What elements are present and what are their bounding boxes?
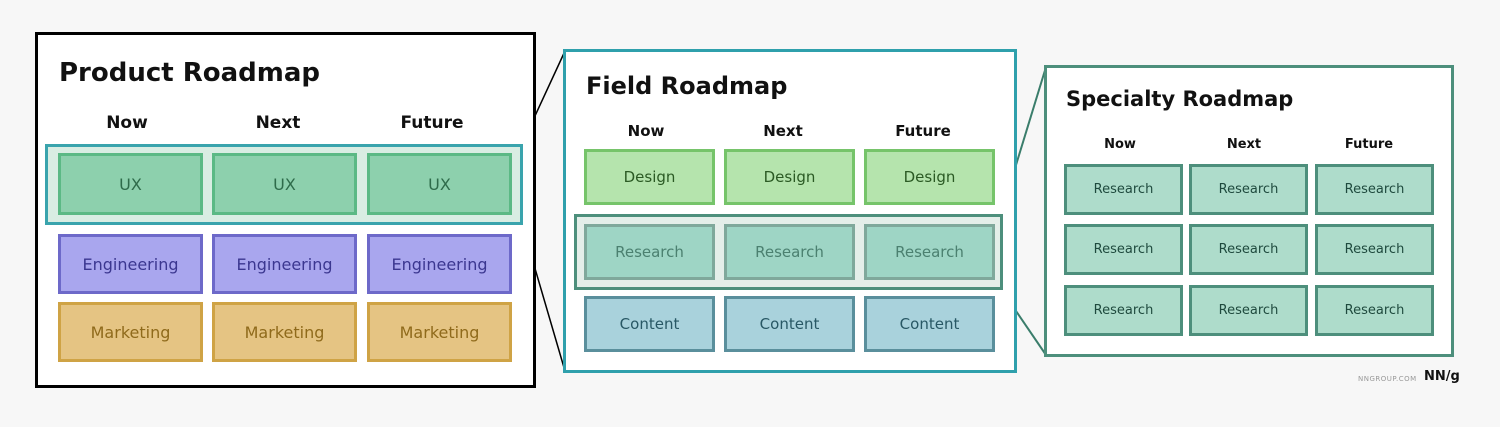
specialty-col-next: Next — [1226, 137, 1262, 152]
specialty-cell-r3-future: Research — [1315, 285, 1434, 336]
footer-site-url: NNGROUP.COM — [1358, 375, 1417, 383]
field-roadmap-title: Field Roadmap — [586, 72, 788, 100]
field-col-now: Now — [627, 122, 665, 140]
specialty-cell-r2-now: Research — [1064, 224, 1183, 275]
field-cell-design-now: Design — [584, 149, 715, 205]
field-cell-design-future: Design — [864, 149, 995, 205]
product-cell-engineering-next: Engineering — [212, 234, 357, 294]
specialty-roadmap-title: Specialty Roadmap — [1066, 87, 1294, 111]
product-roadmap-title: Product Roadmap — [59, 58, 321, 88]
field-col-next: Next — [763, 122, 803, 140]
specialty-cell-r3-next: Research — [1189, 285, 1308, 336]
specialty-cell-r2-next: Research — [1189, 224, 1308, 275]
specialty-col-now: Now — [1104, 137, 1136, 152]
field-cell-content-next: Content — [724, 296, 855, 352]
specialty-cell-r1-now: Research — [1064, 164, 1183, 215]
product-col-next: Next — [255, 113, 301, 133]
field-cell-content-future: Content — [864, 296, 995, 352]
specialty-cell-r2-future: Research — [1315, 224, 1434, 275]
specialty-cell-r3-now: Research — [1064, 285, 1183, 336]
product-col-future: Future — [400, 113, 464, 133]
product-cell-engineering-now: Engineering — [58, 234, 203, 294]
field-cell-research-next: Research — [724, 224, 855, 280]
nng-logo: NN/g — [1424, 369, 1460, 384]
product-cell-ux-future: UX — [367, 153, 512, 215]
product-col-now: Now — [106, 113, 148, 133]
product-cell-marketing-future: Marketing — [367, 302, 512, 362]
field-cell-research-now: Research — [584, 224, 715, 280]
specialty-cell-r1-next: Research — [1189, 164, 1308, 215]
specialty-cell-r1-future: Research — [1315, 164, 1434, 215]
product-cell-marketing-now: Marketing — [58, 302, 203, 362]
field-cell-design-next: Design — [724, 149, 855, 205]
field-col-future: Future — [895, 122, 951, 140]
product-cell-marketing-next: Marketing — [212, 302, 357, 362]
product-cell-ux-next: UX — [212, 153, 357, 215]
specialty-col-future: Future — [1344, 137, 1394, 152]
product-cell-ux-now: UX — [58, 153, 203, 215]
field-cell-research-future: Research — [864, 224, 995, 280]
field-cell-content-now: Content — [584, 296, 715, 352]
product-cell-engineering-future: Engineering — [367, 234, 512, 294]
